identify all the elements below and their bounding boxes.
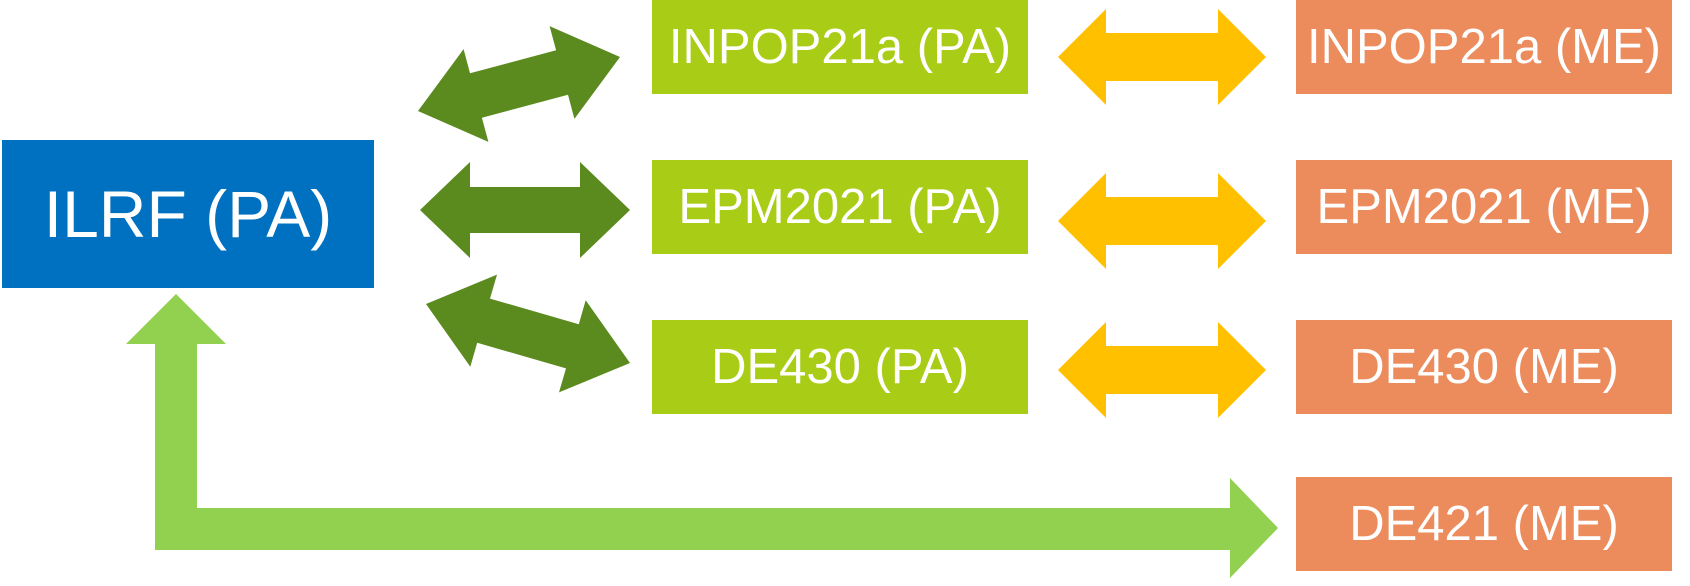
link-epm-pa-me-arrow [1058, 173, 1266, 269]
node-inpop21a-me: INPOP21a (ME) [1296, 0, 1672, 94]
node-de421-me-label: DE421 (ME) [1349, 497, 1619, 551]
link-inpop-pa-me-arrow [1058, 9, 1266, 105]
node-ilrf-pa: ILRF (PA) [2, 140, 374, 288]
node-epm2021-me: EPM2021 (ME) [1296, 160, 1672, 254]
node-epm2021-me-label: EPM2021 (ME) [1316, 180, 1652, 234]
link-de421-ilrf-arrow [126, 294, 1278, 578]
link-ilrf-de430-pa-arrow [426, 274, 630, 393]
node-de430-pa-label: DE430 (PA) [711, 340, 969, 394]
node-inpop21a-me-label: INPOP21a (ME) [1307, 20, 1661, 74]
link-ilrf-inpop-pa-arrow [418, 26, 620, 142]
node-epm2021-pa-label: EPM2021 (PA) [678, 180, 1002, 234]
node-de421-me: DE421 (ME) [1296, 477, 1672, 571]
node-de430-me-label: DE430 (ME) [1349, 340, 1619, 394]
node-epm2021-pa: EPM2021 (PA) [652, 160, 1028, 254]
node-ilrf-pa-label: ILRF (PA) [43, 177, 333, 251]
link-ilrf-epm-pa-arrow [420, 162, 630, 258]
node-inpop21a-pa: INPOP21a (PA) [652, 0, 1028, 94]
node-de430-pa: DE430 (PA) [652, 320, 1028, 414]
node-inpop21a-pa-label: INPOP21a (PA) [668, 20, 1012, 74]
node-de430-me: DE430 (ME) [1296, 320, 1672, 414]
link-de430-pa-me-arrow [1058, 322, 1266, 418]
